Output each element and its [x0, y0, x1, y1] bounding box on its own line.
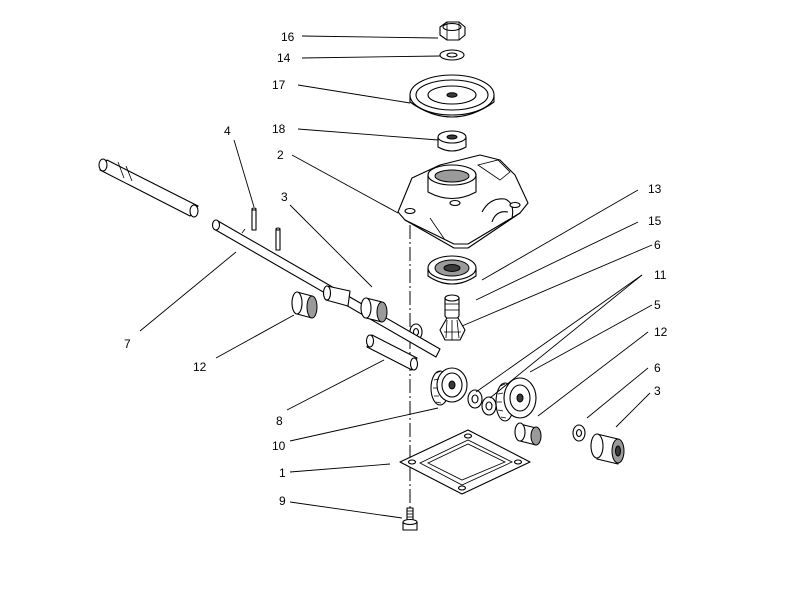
part-8-countershaft [365, 334, 419, 371]
callout-labels: 16 14 17 18 2 4 3 13 15 6 11 5 7 12 12 6… [124, 30, 668, 508]
callout-12-right: 12 [654, 325, 668, 339]
leader-lines [139, 35, 653, 519]
part-5-gear [495, 377, 537, 422]
part-12-bushing-right [514, 422, 542, 446]
callout-11: 11 [654, 268, 667, 282]
part-3-coupler-left [322, 285, 351, 307]
part-15-pinion-shaft [439, 294, 466, 341]
callout-8: 8 [276, 414, 283, 428]
callout-13: 13 [648, 182, 662, 196]
callout-16: 16 [281, 30, 295, 44]
part-12-bushing-left [291, 291, 318, 319]
callout-5: 5 [654, 298, 661, 312]
part-axle-tube [98, 158, 199, 218]
callout-3-upper: 3 [281, 190, 288, 204]
callout-6-lower: 6 [654, 361, 661, 375]
callout-3-lower: 3 [654, 384, 661, 398]
part-17-pulley [409, 74, 495, 118]
part-18-spacer [437, 130, 467, 152]
part-16-nut [439, 21, 466, 41]
part-3-coupler-right [590, 433, 625, 465]
callout-10: 10 [272, 439, 286, 453]
part-10-gear [430, 367, 468, 406]
part-bushing-center [360, 297, 388, 323]
callout-15: 15 [648, 214, 662, 228]
callout-17: 17 [272, 78, 286, 92]
callout-4: 4 [224, 124, 231, 138]
callout-1: 1 [279, 466, 286, 480]
part-6-washer-lower [572, 424, 586, 442]
part-14-washer [439, 49, 465, 61]
callout-12-left: 12 [193, 360, 207, 374]
callout-6-upper: 6 [654, 238, 661, 252]
part-4-roll-pins [251, 207, 281, 251]
callout-7: 7 [124, 337, 131, 351]
callout-9: 9 [279, 494, 286, 508]
part-13-bearing [427, 255, 477, 285]
part-9-screw [402, 507, 418, 531]
part-2-housing [397, 154, 529, 249]
part-11-washers [467, 389, 497, 416]
callout-14: 14 [277, 51, 291, 65]
callout-18: 18 [272, 122, 286, 136]
callout-2: 2 [277, 148, 284, 162]
part-1-gasket [399, 429, 531, 495]
